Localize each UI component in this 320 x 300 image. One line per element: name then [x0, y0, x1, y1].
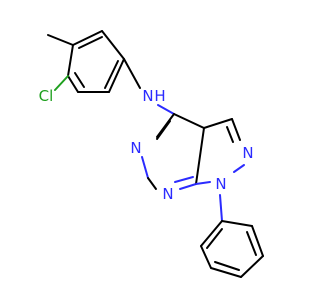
bond-ring1-f: [67, 44, 74, 77]
bond-ph-d: [210, 267, 242, 278]
bond-n5-c6: [141, 156, 149, 179]
bond-nh-c4: [157, 104, 175, 115]
bond-ring1-c-inner: [104, 60, 119, 89]
atom-labels: Cl N H N N N N: [39, 87, 254, 203]
atom-nh-label: N: [142, 87, 153, 105]
bond-ph-b-inner: [246, 231, 257, 256]
bond-c3-n2: [231, 118, 241, 141]
bond-c4-n5: [156, 113, 175, 138]
bond-c4-n5-inner: [156, 120, 171, 140]
bond-ph-f-inner: [206, 228, 223, 249]
bond-ph-a: [221, 220, 253, 227]
atom-nh-hydrogen-label: H: [154, 87, 165, 105]
bond-ph-d-inner: [214, 261, 240, 271]
bond-c7a-c3a: [195, 127, 205, 185]
atom-n-pyrazole-bottom-label: N: [215, 175, 226, 193]
bond-ring1-a: [72, 30, 103, 46]
bond-ring1-e-inner: [74, 72, 85, 88]
bond-n1-c7a: [195, 181, 211, 185]
bond-chloro: [54, 75, 69, 91]
bond-n1-phenyl: [219, 194, 223, 222]
bond-n7-c7a-inner: [174, 176, 194, 183]
bond-methyl: [47, 34, 74, 46]
bond-aryl-nh: [123, 58, 141, 89]
bond-c3-n2-inner: [226, 126, 234, 143]
bond-n7-c7a: [179, 183, 197, 190]
bond-c6-n7: [147, 177, 157, 190]
bond-ph-b: [251, 225, 264, 257]
bond-n2-n1: [233, 164, 245, 173]
bonds: [47, 30, 264, 278]
bond-ring1-b: [101, 30, 125, 60]
molecule-structure: Cl N H N N N N: [39, 30, 264, 278]
bond-c3a-c3: [203, 118, 233, 129]
atom-n-pyrimidine-bottom-label: N: [162, 185, 173, 203]
atom-n-pyrimidine-top-label: N: [130, 139, 141, 157]
bond-ring1-c: [108, 58, 125, 93]
bond-ph-c: [240, 255, 264, 278]
bond-ring1-e: [67, 75, 79, 93]
bond-c4-c3a: [173, 113, 205, 129]
atom-n-pyrazole-right-label: N: [242, 144, 253, 162]
bond-ring1-a-inner: [78, 36, 103, 49]
atom-cl-label: Cl: [39, 87, 54, 105]
bond-ph-e: [200, 245, 212, 269]
bond-ph-f: [200, 220, 223, 247]
